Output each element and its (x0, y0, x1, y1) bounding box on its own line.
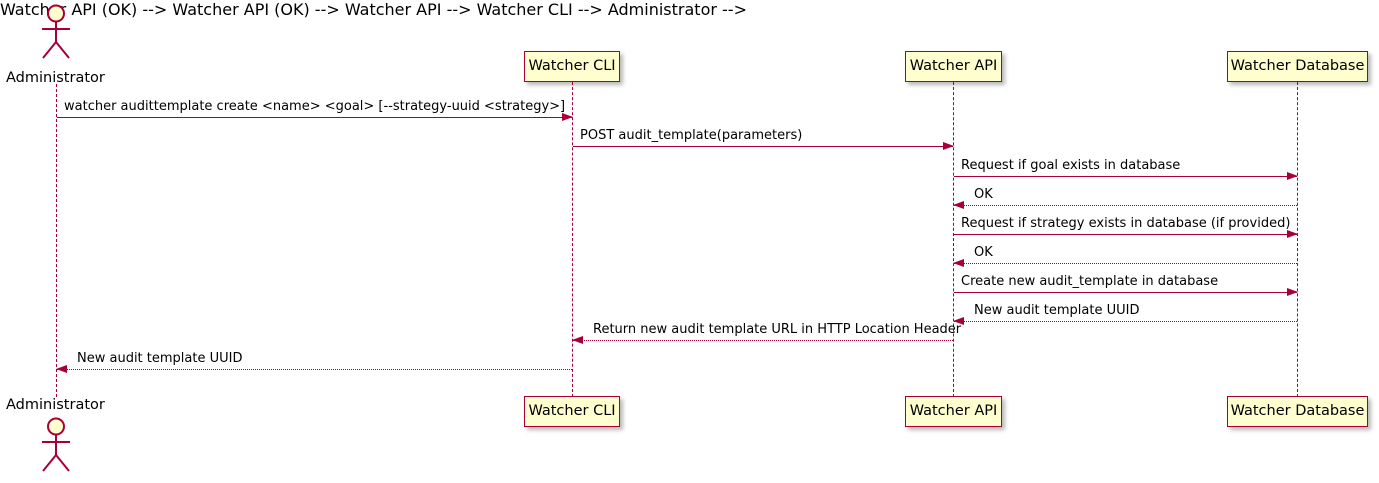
arrowhead-right-icon (562, 112, 573, 121)
message-9-label: Return new audit template URL in HTTP Lo… (593, 322, 962, 337)
message-3-line (954, 176, 1297, 177)
message-1-label: watcher audittemplate create <name> <goa… (64, 99, 566, 114)
participant-watcher-api-top-label: Watcher API (909, 58, 998, 75)
arrowhead-left-icon (953, 258, 964, 267)
actor-administrator-top (33, 4, 79, 60)
participant-watcher-cli-bottom-label: Watcher CLI (528, 403, 616, 420)
lifeline-watcher-api (953, 82, 954, 397)
participant-watcher-database-top-label: Watcher Database (1230, 58, 1365, 75)
participant-watcher-api-top[interactable]: Watcher API (905, 51, 1002, 82)
message-1-line (57, 117, 572, 118)
arrowhead-left-icon (953, 316, 964, 325)
message-10-label: New audit template UUID (77, 351, 243, 366)
lifeline-administrator (56, 84, 57, 397)
message-2-line (573, 146, 953, 147)
message-7-line (954, 292, 1297, 293)
message-3-label: Request if goal exists in database (961, 158, 1181, 173)
arrowhead-right-icon (1287, 229, 1298, 238)
participant-watcher-database-top[interactable]: Watcher Database (1227, 51, 1368, 82)
message-8-label: New audit template UUID (974, 303, 1140, 318)
arrowhead-right-icon (943, 141, 954, 150)
message-5-line (954, 234, 1297, 235)
message-10-line (57, 369, 572, 370)
participant-watcher-database-bottom-label: Watcher Database (1230, 403, 1365, 420)
lifeline-watcher-database (1297, 82, 1298, 397)
message-6-label: OK (974, 245, 993, 260)
participant-watcher-database-bottom[interactable]: Watcher Database (1227, 396, 1368, 427)
participant-watcher-cli-top[interactable]: Watcher CLI (524, 51, 620, 82)
participant-watcher-api-bottom-label: Watcher API (909, 403, 998, 420)
participant-watcher-api-bottom[interactable]: Watcher API (905, 396, 1002, 427)
actor-administrator-bottom (33, 417, 79, 473)
message-2-label: POST audit_template(parameters) (580, 128, 803, 143)
message-5-label: Request if strategy exists in database (… (961, 216, 1291, 231)
arrowhead-right-icon (1287, 287, 1298, 296)
arrowhead-left-icon (572, 335, 583, 344)
arrowhead-right-icon (1287, 171, 1298, 180)
message-4-label: OK (974, 187, 993, 202)
lifeline-watcher-cli (572, 82, 573, 397)
participant-watcher-cli-top-label: Watcher CLI (528, 58, 616, 75)
message-6-line (954, 263, 1297, 264)
arrowhead-left-icon (953, 200, 964, 209)
message-4-line (954, 205, 1297, 206)
message-7-label: Create new audit_template in database (961, 274, 1219, 289)
actor-administrator-top-label: Administrator (6, 70, 105, 86)
participant-watcher-cli-bottom[interactable]: Watcher CLI (524, 396, 620, 427)
message-8-line (954, 321, 1297, 322)
actor-administrator-bottom-label: Administrator (6, 397, 105, 413)
message-9-line (573, 340, 953, 341)
arrowhead-left-icon (56, 364, 67, 373)
